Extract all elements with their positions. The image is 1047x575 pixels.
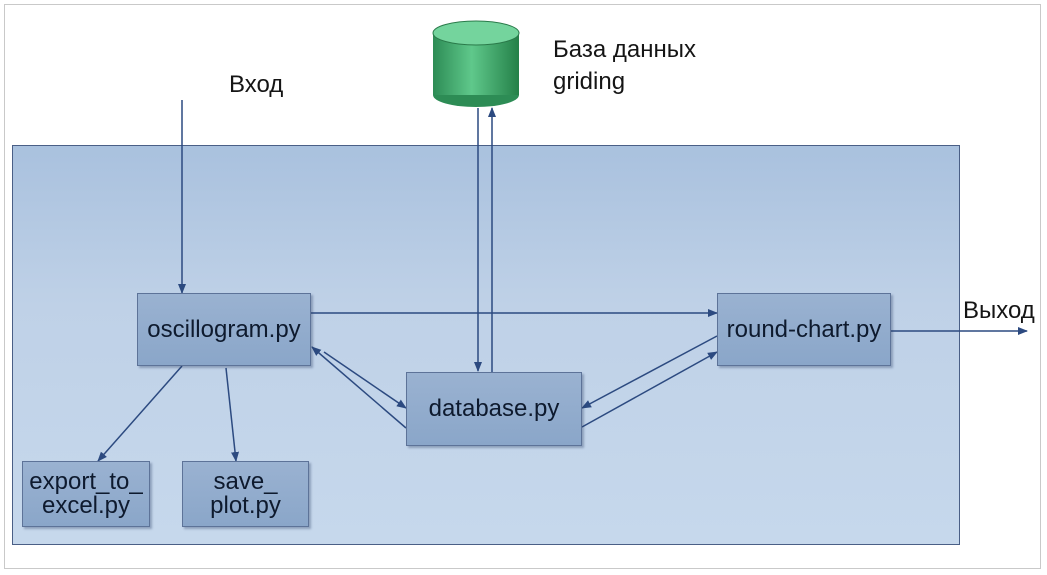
- database-to-oscillogram-arrow: [311, 346, 407, 429]
- database-label-line2: griding: [553, 68, 626, 95]
- round-chart-module-label: round-chart.py: [726, 315, 882, 343]
- oscillogram-module: oscillogram.py: [137, 293, 311, 366]
- export-module-label-line1: export_to_: [29, 468, 143, 495]
- database-to-roundchart-arrow: [581, 351, 718, 428]
- export-to-excel-module: export_to_ excel.py: [22, 461, 150, 527]
- save-plot-module: save_ plot.py: [182, 461, 309, 527]
- database-cylinder-icon: [432, 20, 520, 107]
- export-module-label-line2: excel.py: [41, 492, 131, 519]
- input-label: Вход: [229, 71, 284, 98]
- save-module-label-line2: plot.py: [210, 492, 281, 519]
- oscillogram-to-save-arrow: [225, 367, 240, 462]
- oscillogram-module-label: oscillogram.py: [147, 315, 301, 343]
- save-module-label-line1: save_: [213, 468, 278, 495]
- oscillogram-to-database-arrow: [323, 351, 407, 409]
- roundchart-to-database-arrow: [581, 335, 718, 409]
- oscillogram-to-export-arrow: [97, 365, 183, 462]
- output-label: Выход: [963, 297, 1035, 324]
- database-module-label: database.py: [428, 395, 560, 422]
- database-module: database.py: [406, 372, 582, 446]
- database-label-line1: База данных: [553, 36, 696, 63]
- round-chart-module: round-chart.py: [717, 293, 891, 366]
